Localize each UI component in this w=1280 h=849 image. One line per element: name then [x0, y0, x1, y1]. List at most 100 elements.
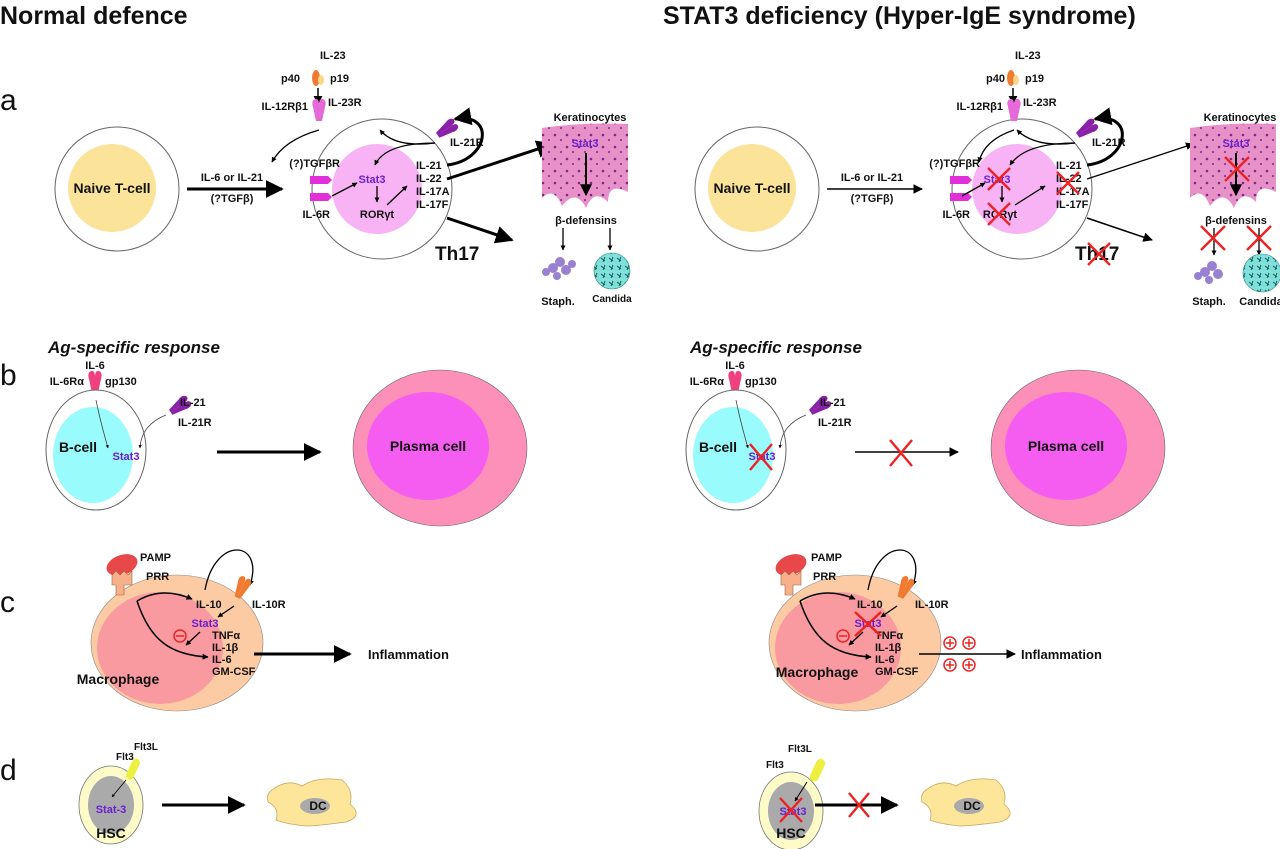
beta-defensins-label: β-defensins [555, 215, 617, 227]
block-x-icon [749, 439, 913, 471]
il21-label: IL-21 [180, 397, 206, 409]
block-x-icon [854, 611, 882, 637]
block-x-icon [779, 792, 870, 823]
il23-label: IL-23 [1015, 50, 1041, 62]
tgfbr-label: (?)TGFβR [289, 158, 340, 170]
il10r-label: IL-10R [252, 599, 286, 611]
staph-bacteria-icon [1194, 261, 1223, 284]
stat3-label: Stat3 [113, 451, 140, 463]
plasma-cell-nucleus [367, 392, 489, 500]
il21-autocrine-loop [446, 107, 484, 167]
panel-d-right: Flt3 Flt3L Stat3 HSC DC [758, 744, 1011, 849]
keratinocyte-stat3-label: Stat3 [572, 138, 599, 150]
th17-output-arrow [446, 216, 514, 244]
arrow-label-top: IL-6 or IL-21 [201, 172, 263, 184]
cytokine-il17f: IL-17F [416, 199, 449, 211]
il12rb1-label: IL-12Rβ1 [957, 101, 1003, 113]
panel-b-right: Ag-specific response IL-6 IL-6Rα gp130 B… [685, 338, 1166, 527]
gp130-label: gp130 [745, 376, 777, 388]
pamp-label: PAMP [811, 552, 842, 564]
th17-cytokine-list: IL-21 IL-22 IL-17A IL-17F [416, 160, 450, 211]
increase-icons [943, 636, 976, 672]
pamp-label: PAMP [140, 552, 171, 564]
naive-t-cell-label: Naive T-cell [713, 180, 790, 196]
dc-label: DC [963, 799, 981, 813]
il23r-receptor-icon [312, 98, 326, 121]
panel-c-left: PAMP PRR IL-10 IL-10R Stat3 TNFα IL-1β I… [77, 549, 449, 712]
hsc-label: HSC [776, 825, 806, 841]
il23r-label: IL-23R [1023, 97, 1057, 109]
p19-label: p19 [330, 73, 349, 85]
il10-label: IL-10 [196, 599, 222, 611]
il23r-label: IL-23R [328, 97, 362, 109]
b-cell-label: B-cell [59, 439, 97, 455]
pamp-icon [106, 554, 138, 576]
dc-label: DC [309, 799, 327, 813]
panel-a-right: Naive T-cell IL-6 or IL-21 (?TGFβ) (?)TG… [694, 50, 1280, 308]
il6-label: IL-6 [85, 360, 105, 372]
dc-nucleus [300, 798, 330, 814]
il6r-receptor-icon [310, 193, 332, 201]
panel-a-left: Naive T-cell IL-6 or IL-21 (?TGFβ) (?)TG… [54, 50, 632, 308]
panel-label-a: a [0, 84, 17, 117]
staph-label: Staph. [1192, 296, 1226, 308]
candida-label: Candida [1239, 296, 1280, 308]
ag-specific-heading: Ag-specific response [47, 338, 220, 357]
naive-t-cell: Naive T-cell [54, 126, 180, 252]
tgfbr-receptor-icon [950, 176, 972, 184]
cytokine-gmcsf: GM-CSF [212, 666, 256, 678]
il6r-label: IL-6R [303, 209, 331, 221]
il6ra-label: IL-6Rα [690, 376, 725, 388]
il21r-label: IL-21R [178, 417, 212, 429]
inflammation-label: Inflammation [1021, 647, 1102, 662]
il6r-label: IL-6R [943, 209, 971, 221]
p40-label: p40 [281, 73, 300, 85]
il23r-receptor-icon [1007, 98, 1021, 121]
prr-receptor-icon [111, 570, 133, 596]
stat3-label: Stat3 [192, 618, 219, 630]
tgfbr-label: (?)TGFβR [929, 158, 980, 170]
tgfbr-receptor-icon [310, 176, 332, 184]
il6r-receptor-icon [950, 193, 972, 201]
prr-label: PRR [813, 571, 836, 583]
panel-label-c: c [0, 586, 15, 619]
beta-defensins-label: β-defensins [1205, 215, 1267, 227]
il21-label: IL-21 [820, 397, 846, 409]
cytokine-gmcsf: GM-CSF [875, 666, 919, 678]
flt3-label: Flt3 [766, 760, 784, 771]
block-x-icon [987, 156, 1272, 266]
p40-label: p40 [986, 73, 1005, 85]
plasma-cell-label: Plasma cell [1028, 438, 1104, 454]
cytokine-il17a: IL-17A [1056, 186, 1090, 198]
panel-b-left: Ag-specific response IL-6 IL-6Rα gp130 B… [45, 338, 528, 527]
cytokine-il21: IL-21 [416, 160, 442, 172]
keratinocyte-stat3-label: Stat3 [1223, 138, 1250, 150]
panel-c-right: PAMP PRR IL-10 IL-10R Stat3 TNFα IL-1β I… [768, 549, 1102, 712]
pamp-icon [775, 554, 807, 576]
stat3-label: Stat3 [359, 174, 386, 186]
flt3l-label: Flt3L [134, 742, 158, 753]
il10-label: IL-10 [857, 599, 883, 611]
flt3-receptor-icon [126, 758, 140, 780]
hsc-label: HSC [96, 825, 126, 841]
il21r-label: IL-21R [450, 137, 484, 149]
arrow-label-top: IL-6 or IL-21 [841, 172, 903, 184]
arrow-label-bottom: (?TGFβ) [211, 193, 254, 205]
arrow-label-bottom: (?TGFβ) [851, 193, 894, 205]
p19-label: p19 [1025, 73, 1044, 85]
b-cell-label: B-cell [699, 439, 737, 455]
ag-specific-heading: Ag-specific response [689, 338, 862, 357]
th17-label: Th17 [435, 244, 479, 265]
inhibit-icon [173, 629, 187, 643]
p40-subunit-icon [1007, 70, 1015, 86]
staph-label: Staph. [541, 296, 575, 308]
cytokine-tnfa: TNFα [875, 630, 903, 642]
macrophage-nucleus [97, 592, 223, 704]
panel-d-left: Flt3 Flt3L Stat-3 HSC DC [78, 742, 357, 845]
cytokine-il1b: IL-1β [875, 642, 902, 654]
title-left: Normal defence [0, 2, 188, 30]
p19-subunit-icon [318, 75, 324, 85]
rorgt-label: RORγt [360, 209, 395, 221]
il6ra-label: IL-6Rα [50, 376, 85, 388]
prr-label: PRR [146, 571, 169, 583]
